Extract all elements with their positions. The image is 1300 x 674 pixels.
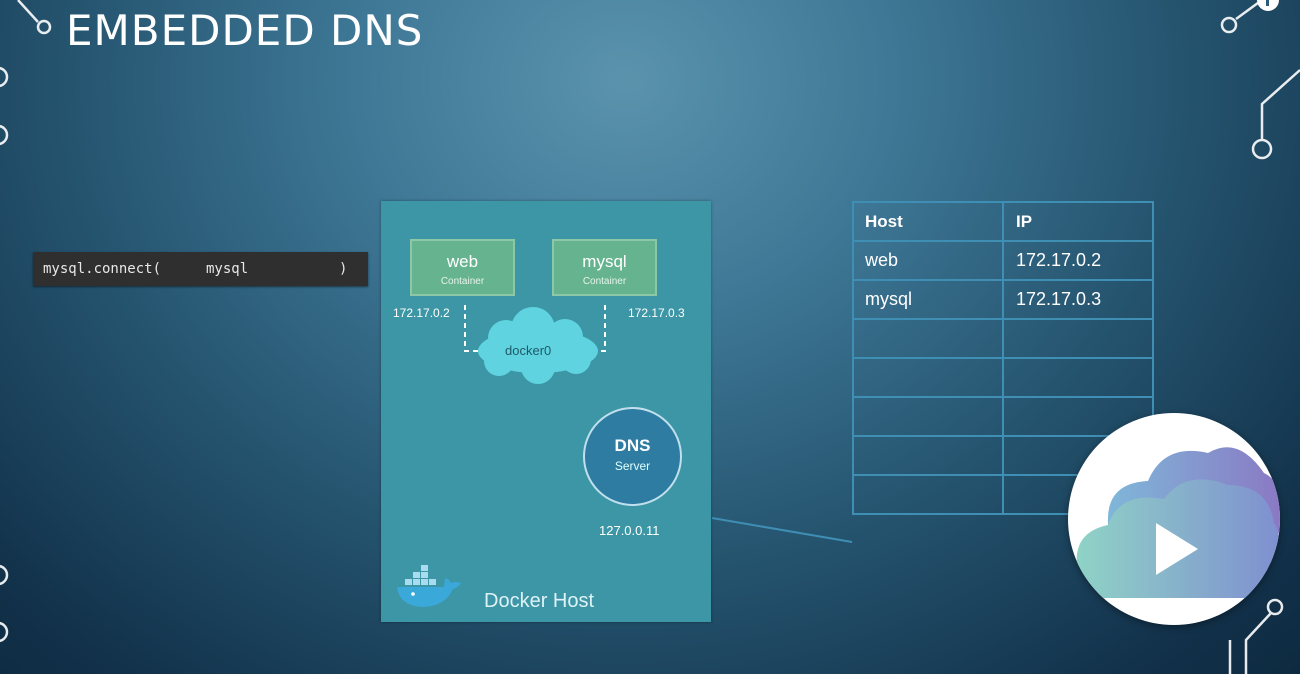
web-container-name: web [446, 252, 479, 271]
ip-column-header: IP [1002, 201, 1154, 242]
table-row: web 172.17.0.2 [852, 240, 1154, 281]
slide-title: EMBEDDED DNS [66, 6, 424, 55]
host-cell [852, 357, 1004, 398]
host-cell: web [852, 240, 1004, 281]
table-row [852, 318, 1154, 359]
dns-title: DNS [614, 436, 651, 455]
docker0-label: docker0 [505, 343, 552, 358]
dns-ip-label: 127.0.0.11 [599, 523, 660, 538]
code-argument: mysql [206, 261, 249, 277]
dns-subtitle: Server [614, 459, 651, 473]
table-row: mysql 172.17.0.3 [852, 279, 1154, 320]
code-snippet: mysql.connect( mysql ) [33, 252, 368, 286]
table-header-row: Host IP [852, 201, 1154, 242]
mysql-container-type: Container [582, 276, 627, 287]
host-cell [852, 318, 1004, 359]
ip-cell: 172.17.0.3 [1002, 279, 1154, 320]
web-container-type: Container [440, 276, 485, 287]
ip-cell: 172.17.0.2 [1002, 240, 1154, 281]
host-cell [852, 435, 1004, 476]
docker0-cloud-icon [478, 307, 598, 384]
docker-host-label: Docker Host [484, 590, 595, 612]
code-close-paren: ) [339, 261, 348, 277]
docker0-bridge [464, 305, 606, 384]
host-cell [852, 396, 1004, 437]
mysql-container-name: mysql [582, 252, 627, 271]
cloud-play-logo-icon[interactable] [1068, 413, 1280, 625]
dns-server: DNS Server [583, 407, 682, 506]
host-cell [852, 474, 1004, 515]
mysql-ip-label: 172.17.0.3 [628, 306, 685, 320]
ip-cell [1002, 318, 1154, 359]
host-cell: mysql [852, 279, 1004, 320]
docker-whale-icon [397, 565, 461, 607]
web-ip-label: 172.17.0.2 [393, 306, 450, 320]
web-container: web Container [410, 239, 515, 296]
mysql-container: mysql Container [552, 239, 657, 296]
docker-host-box: web Container mysql Container 172.17.0.2… [381, 201, 711, 622]
host-column-header: Host [852, 201, 1004, 242]
ip-cell [1002, 357, 1154, 398]
code-call: mysql.connect( [43, 261, 162, 277]
table-row [852, 357, 1154, 398]
table-row [852, 396, 1154, 437]
